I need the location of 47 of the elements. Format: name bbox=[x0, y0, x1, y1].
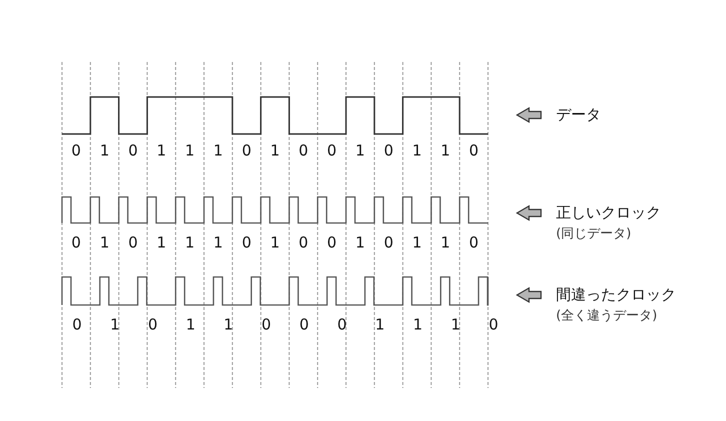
bit-value: 0 bbox=[128, 236, 138, 250]
bit-value: 0 bbox=[327, 236, 337, 250]
bit-value: 0 bbox=[298, 144, 308, 158]
bit-value: 1 bbox=[110, 318, 120, 332]
bit-value: 1 bbox=[213, 236, 223, 250]
bit-value: 1 bbox=[412, 144, 422, 158]
bit-value: 0 bbox=[242, 236, 252, 250]
bit-value: 0 bbox=[72, 318, 82, 332]
bit-value: 0 bbox=[71, 144, 81, 158]
bit-value: 0 bbox=[128, 144, 138, 158]
bit-value: 1 bbox=[224, 318, 234, 332]
bit-value: 1 bbox=[270, 144, 280, 158]
note-text: (全く違うデータ) bbox=[556, 310, 658, 322]
bit-value: 1 bbox=[450, 318, 460, 332]
bit-value: 0 bbox=[262, 318, 272, 332]
bit-value: 0 bbox=[71, 236, 81, 250]
bit-value: 1 bbox=[185, 236, 195, 250]
bit-value: 0 bbox=[327, 144, 337, 158]
bit-value: 1 bbox=[270, 236, 280, 250]
bit-value: 1 bbox=[440, 144, 450, 158]
bit-value: 1 bbox=[375, 318, 385, 332]
bit-value: 0 bbox=[469, 236, 479, 250]
bit-value: 0 bbox=[299, 318, 309, 332]
bit-value: 1 bbox=[186, 318, 196, 332]
bit-value: 1 bbox=[440, 236, 450, 250]
bit-value: 1 bbox=[185, 144, 195, 158]
bit-value: 1 bbox=[412, 236, 422, 250]
bit-value: 1 bbox=[355, 236, 365, 250]
bit-value: 1 bbox=[156, 236, 166, 250]
bit-value: 1 bbox=[156, 144, 166, 158]
bit-value: 0 bbox=[337, 318, 347, 332]
signal-label: 正しいクロック bbox=[556, 206, 661, 220]
bit-value: 1 bbox=[100, 144, 110, 158]
bit-value: 0 bbox=[488, 318, 498, 332]
bit-value: 0 bbox=[148, 318, 158, 332]
bit-value: 1 bbox=[213, 144, 223, 158]
bit-value: 0 bbox=[469, 144, 479, 158]
bit-value: 1 bbox=[355, 144, 365, 158]
signal-label: データ bbox=[556, 108, 601, 122]
signal-label: 間違ったクロック bbox=[556, 288, 676, 302]
bit-value: 0 bbox=[384, 236, 394, 250]
bit-value: 1 bbox=[413, 318, 423, 332]
bit-value: 0 bbox=[384, 144, 394, 158]
bit-value: 0 bbox=[298, 236, 308, 250]
note-text: (同じデータ) bbox=[556, 228, 632, 240]
bit-value: 1 bbox=[100, 236, 110, 250]
bit-value: 0 bbox=[242, 144, 252, 158]
